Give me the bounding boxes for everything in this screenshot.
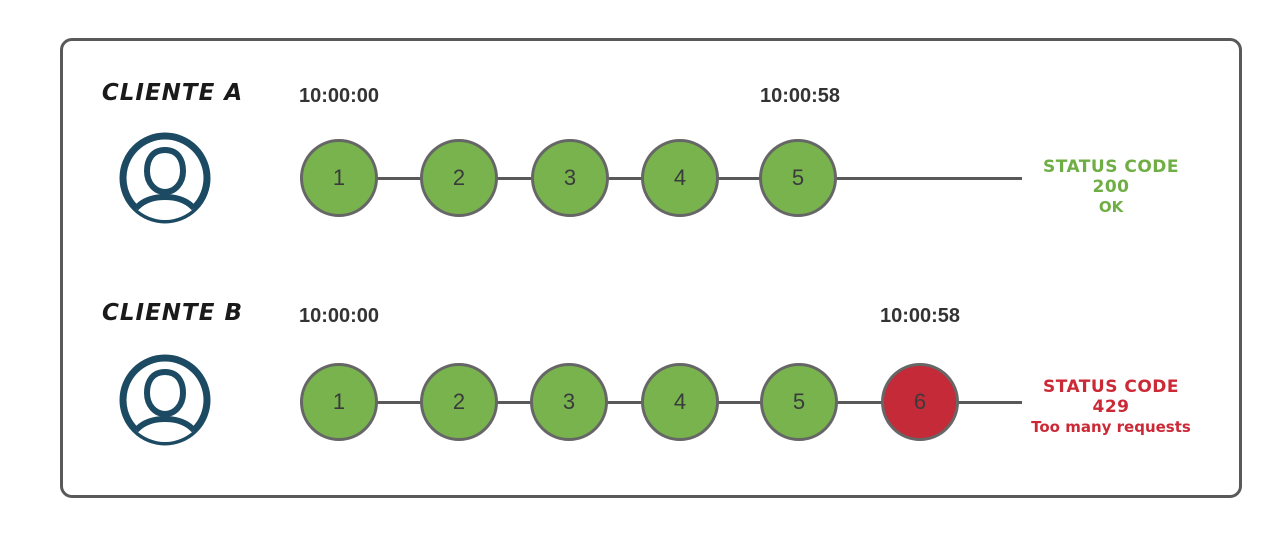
user-icon [115, 128, 215, 228]
client-a-label: CLIENTE A [101, 80, 244, 106]
end-time-label-a: 10:00:58 [759, 85, 841, 107]
request-number: 6 [913, 389, 927, 414]
request-circle-a4: 4 [641, 139, 719, 217]
user-icon [115, 350, 215, 450]
start-time-label-a: 10:00:00 [298, 85, 380, 107]
client-b-label: CLIENTE B [102, 300, 243, 326]
request-number: 3 [562, 389, 576, 414]
request-circle-b5: 5 [760, 363, 838, 441]
request-circle-a5: 5 [759, 139, 837, 217]
request-circle-a2: 2 [420, 139, 498, 217]
request-circle-a1: 1 [300, 139, 378, 217]
request-circle-b1: 1 [300, 363, 378, 441]
request-number: 2 [452, 389, 466, 414]
status-b: STATUS CODE 429 Too many requests [1025, 377, 1197, 436]
request-circle-b2: 2 [420, 363, 498, 441]
request-circle-b4: 4 [641, 363, 719, 441]
request-number: 4 [673, 165, 687, 190]
request-number: 1 [332, 389, 346, 414]
request-number: 5 [791, 165, 805, 190]
request-number: 2 [452, 165, 466, 190]
request-circle-b6-rejected: 6 [881, 363, 959, 441]
request-circle-a3: 3 [531, 139, 609, 217]
request-number: 1 [332, 165, 346, 190]
status-message-a: OK [1098, 197, 1124, 216]
start-time-label-b: 10:00:00 [298, 305, 380, 327]
request-number: 5 [792, 389, 806, 414]
request-number: 3 [563, 165, 577, 190]
request-circle-b3: 3 [530, 363, 608, 441]
status-message-b: Too many requests [1031, 417, 1191, 436]
end-time-label-b: 10:00:58 [879, 305, 961, 327]
status-code-a: STATUS CODE 200 [1042, 157, 1180, 198]
request-number: 4 [673, 389, 687, 414]
status-code-b: STATUS CODE 429 [1042, 377, 1180, 418]
status-a: STATUS CODE 200 OK [1025, 157, 1197, 216]
